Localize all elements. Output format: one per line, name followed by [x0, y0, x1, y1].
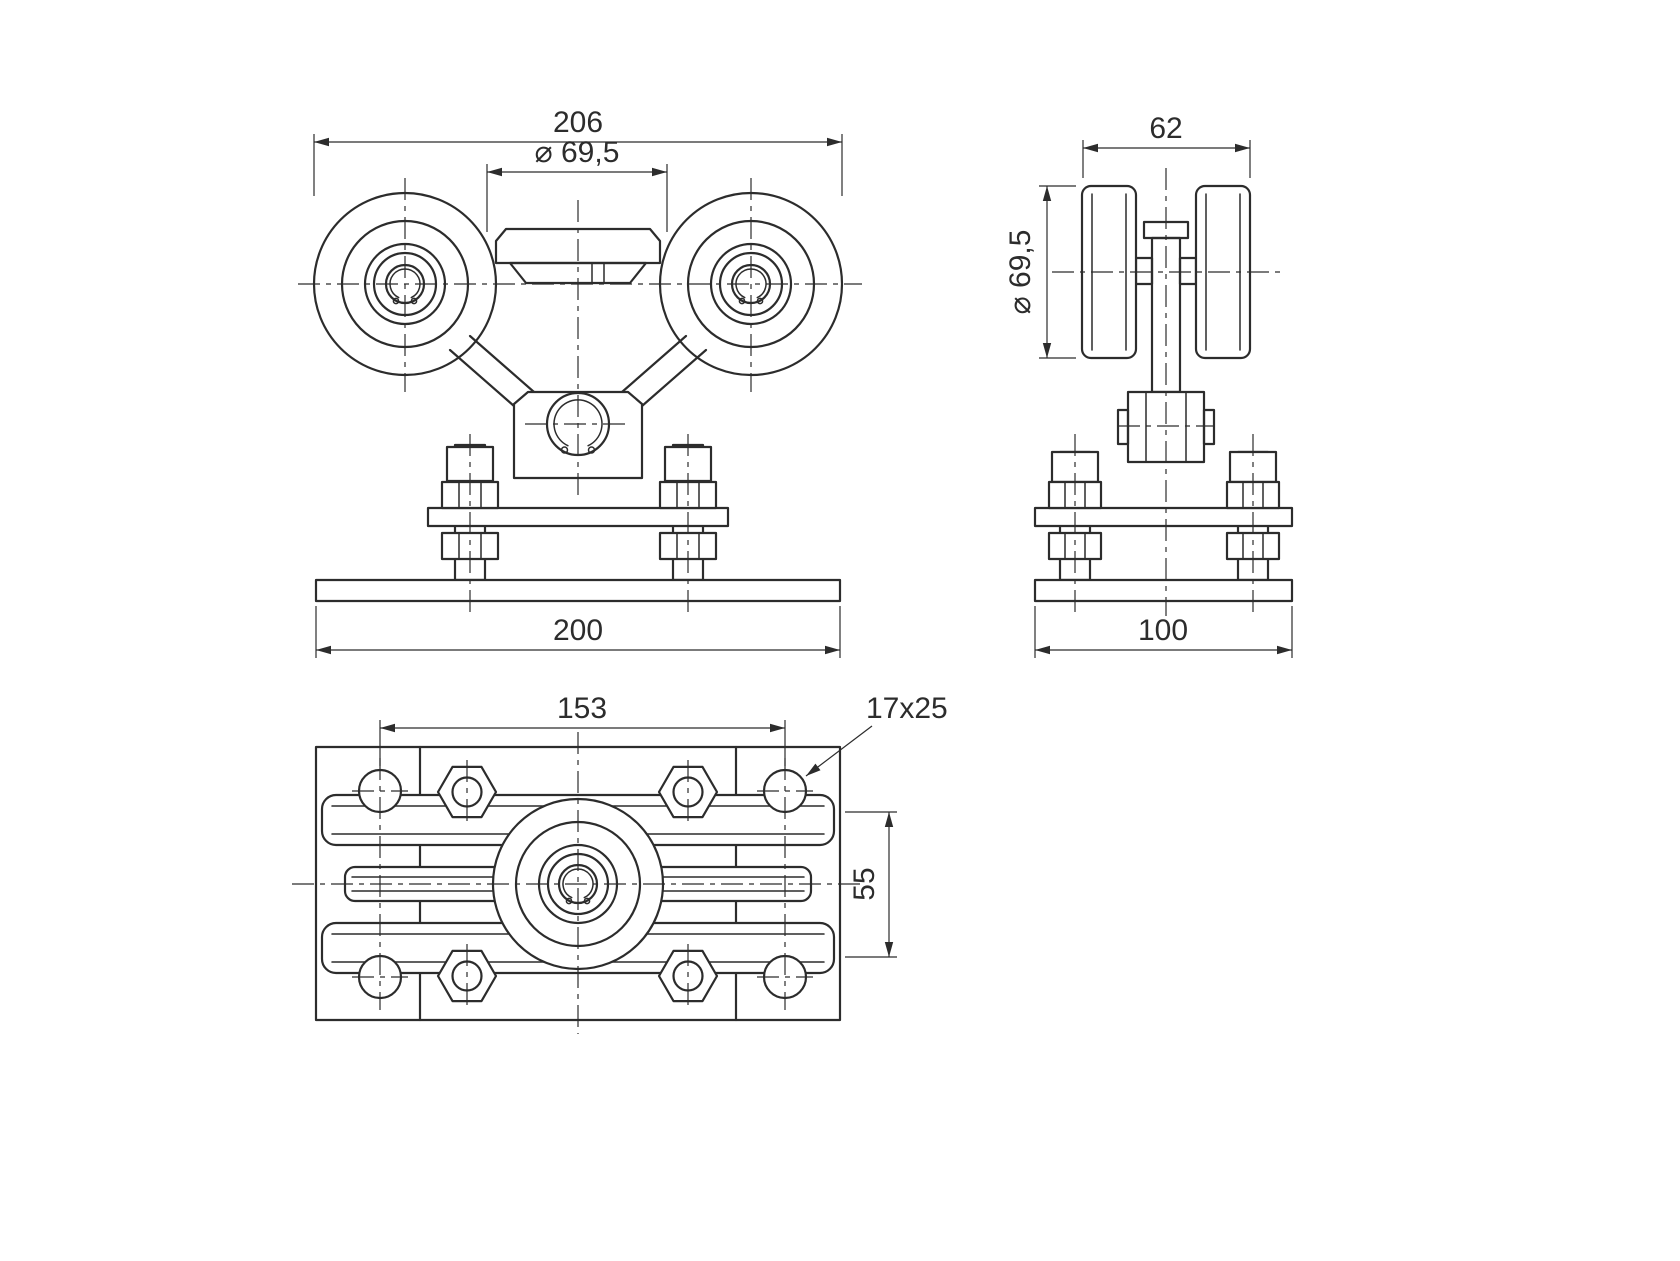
leader-line [805, 725, 873, 777]
side-center-lines [1052, 168, 1280, 616]
dim-text-side-diameter: ⌀ 69,5 [1004, 230, 1037, 315]
side-view [1033, 168, 1294, 616]
front-view [298, 178, 862, 616]
dim-text-55: 55 [848, 867, 881, 900]
front-center-lines [298, 178, 862, 616]
dim-front-base-width: 200 [315, 606, 841, 658]
dim-text-17x25: 17x25 [866, 692, 948, 725]
side-mounting-plate [1033, 506, 1294, 528]
dim-side-roller-width: 62 [1082, 112, 1251, 178]
front-base-plate [314, 578, 842, 603]
front-body-plates [448, 334, 708, 408]
side-base-plate [1033, 578, 1294, 603]
top-center-lines [292, 732, 864, 1034]
dim-top-slot-spacing: 153 [379, 692, 786, 766]
dim-text-62: 62 [1149, 112, 1182, 145]
dim-side-roller-diameter: ⌀ 69,5 [1004, 185, 1076, 359]
dim-text-206: 206 [553, 106, 603, 139]
dim-top-flange-height: 55 [845, 811, 897, 958]
dim-side-base-width: 100 [1034, 606, 1293, 658]
top-view [292, 732, 864, 1034]
dim-text-front-diameter: ⌀ 69,5 [535, 136, 620, 169]
dimension-annotations: 206 ⌀ 69,5 62 ⌀ 69,5 200 [313, 106, 1293, 958]
side-hex-nuts [1047, 480, 1281, 561]
front-top-bracket [494, 227, 662, 285]
dim-front-roller-diameter: ⌀ 69,5 [486, 136, 668, 232]
dim-text-200: 200 [553, 614, 603, 647]
dim-text-153: 153 [557, 692, 607, 725]
front-mounting-plate [426, 506, 730, 528]
dim-front-overall-width: 206 [313, 106, 843, 196]
dim-text-100: 100 [1138, 614, 1188, 647]
dim-top-slot-size: 17x25 [805, 692, 948, 777]
